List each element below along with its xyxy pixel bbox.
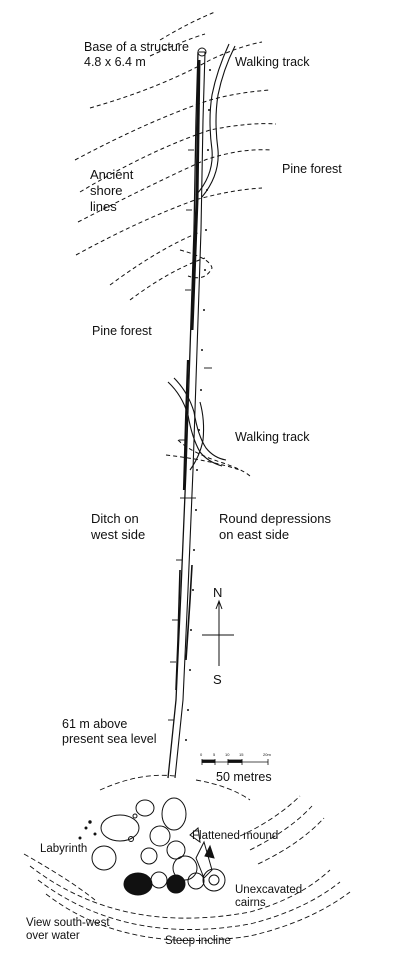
label-elevation: 61 m above present sea level — [62, 717, 157, 746]
label-round-depressions-east: Round depressions on east side — [219, 511, 332, 542]
ancient-shore-lines — [74, 11, 277, 479]
label-view-south-west: View south-west over water — [26, 917, 110, 942]
label-scale: 50 metres — [216, 770, 272, 784]
label-flattened-mound: Flattened mound — [192, 830, 279, 842]
scale-tick-0: 0 — [200, 752, 203, 757]
label-pine-forest-left: Pine forest — [92, 324, 152, 338]
label-walking-track-top: Walking track — [235, 55, 310, 69]
label-pine-forest-right: Pine forest — [282, 162, 342, 176]
label-ditch-west: Ditch on west side — [91, 511, 146, 542]
scale-tick-15: 15 — [239, 752, 244, 757]
scale-bar — [201, 759, 269, 765]
label-walking-track-mid: Walking track — [235, 430, 310, 444]
survey-ticks — [168, 149, 212, 721]
structure-base — [197, 47, 207, 57]
compass-south-label: S — [213, 672, 222, 687]
steep-incline-lines — [23, 774, 351, 941]
label-base-structure: Base of a structure 4.8 x 6.4 m — [84, 40, 189, 69]
ditch-alignment — [167, 51, 206, 779]
round-depressions-dots — [185, 69, 211, 741]
label-steep-incline: Steep incline — [165, 935, 231, 947]
compass-north-label: N — [213, 585, 223, 600]
label-ancient-shore-lines: Ancient shore lines — [90, 167, 134, 214]
label-labyrinth: Labyrinth — [40, 843, 88, 855]
scale-tick-20: 20m — [263, 752, 271, 757]
compass-rose — [202, 599, 234, 666]
scale-tick-5: 5 — [213, 752, 216, 757]
cairn-cluster — [78, 797, 226, 896]
walking-track — [167, 43, 236, 471]
label-unexcavated-cairns: Unexcavated cairns — [235, 884, 303, 909]
scale-tick-10: 10 — [225, 752, 230, 757]
